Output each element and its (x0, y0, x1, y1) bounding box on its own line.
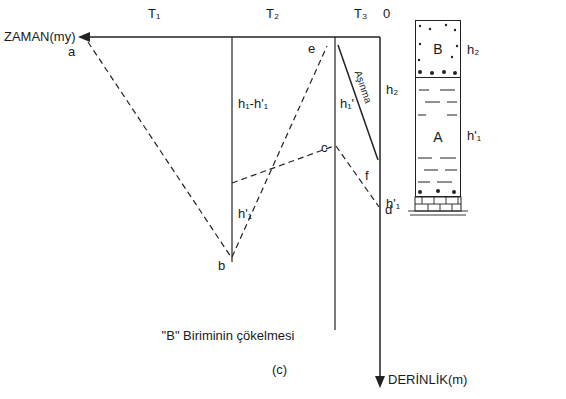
thickness-label: h₂ (386, 82, 398, 97)
basement-hatch (408, 197, 468, 215)
burial-curve (336, 146, 379, 207)
point-letter: f (365, 168, 369, 183)
point-letter: a (68, 44, 75, 59)
erosion-line (338, 45, 378, 160)
figure-caption: "B" Biriminin çökelmesi (162, 328, 295, 343)
thickness-label: h₂ (467, 42, 479, 57)
burial-curve (88, 42, 231, 257)
point-letter: e (308, 41, 315, 56)
erosion-label: Aşınma (352, 69, 374, 105)
time-axis (86, 36, 380, 38)
sand-dots (418, 24, 458, 194)
rock-unit-a: A (415, 77, 461, 197)
time-interval: T₃ (354, 6, 367, 21)
unit-letter: B (431, 41, 444, 57)
thickness-label: h'₁ (467, 128, 481, 143)
thickness-label: h'₁ (386, 196, 400, 211)
time-boundary (334, 37, 335, 330)
shale-dashes (418, 90, 457, 182)
point-letter: c (321, 140, 328, 155)
time-interval: T₂ (266, 6, 279, 21)
axis-arrowhead (375, 376, 385, 388)
thickness-label: h₁-h'₁ (238, 96, 268, 111)
basement (415, 197, 461, 211)
time-zero: 0 (383, 6, 390, 21)
rock-unit-b: B (415, 20, 461, 78)
point-letter: b (218, 258, 225, 273)
time-boundary (231, 37, 232, 262)
depth-axis (379, 37, 381, 378)
axis-title: DERİNLİK(m) (388, 372, 467, 387)
axis-title: ZAMAN(my) (4, 29, 76, 44)
thickness-label: h'₁ (238, 206, 252, 221)
axis-arrowhead (78, 32, 90, 42)
unit-letter: A (431, 129, 444, 145)
time-interval: T₁ (148, 6, 160, 21)
thickness-label: h₁' (340, 96, 354, 111)
burial-curve (232, 46, 327, 257)
figure-letter: (c) (272, 362, 287, 377)
burial-curve (232, 146, 334, 183)
